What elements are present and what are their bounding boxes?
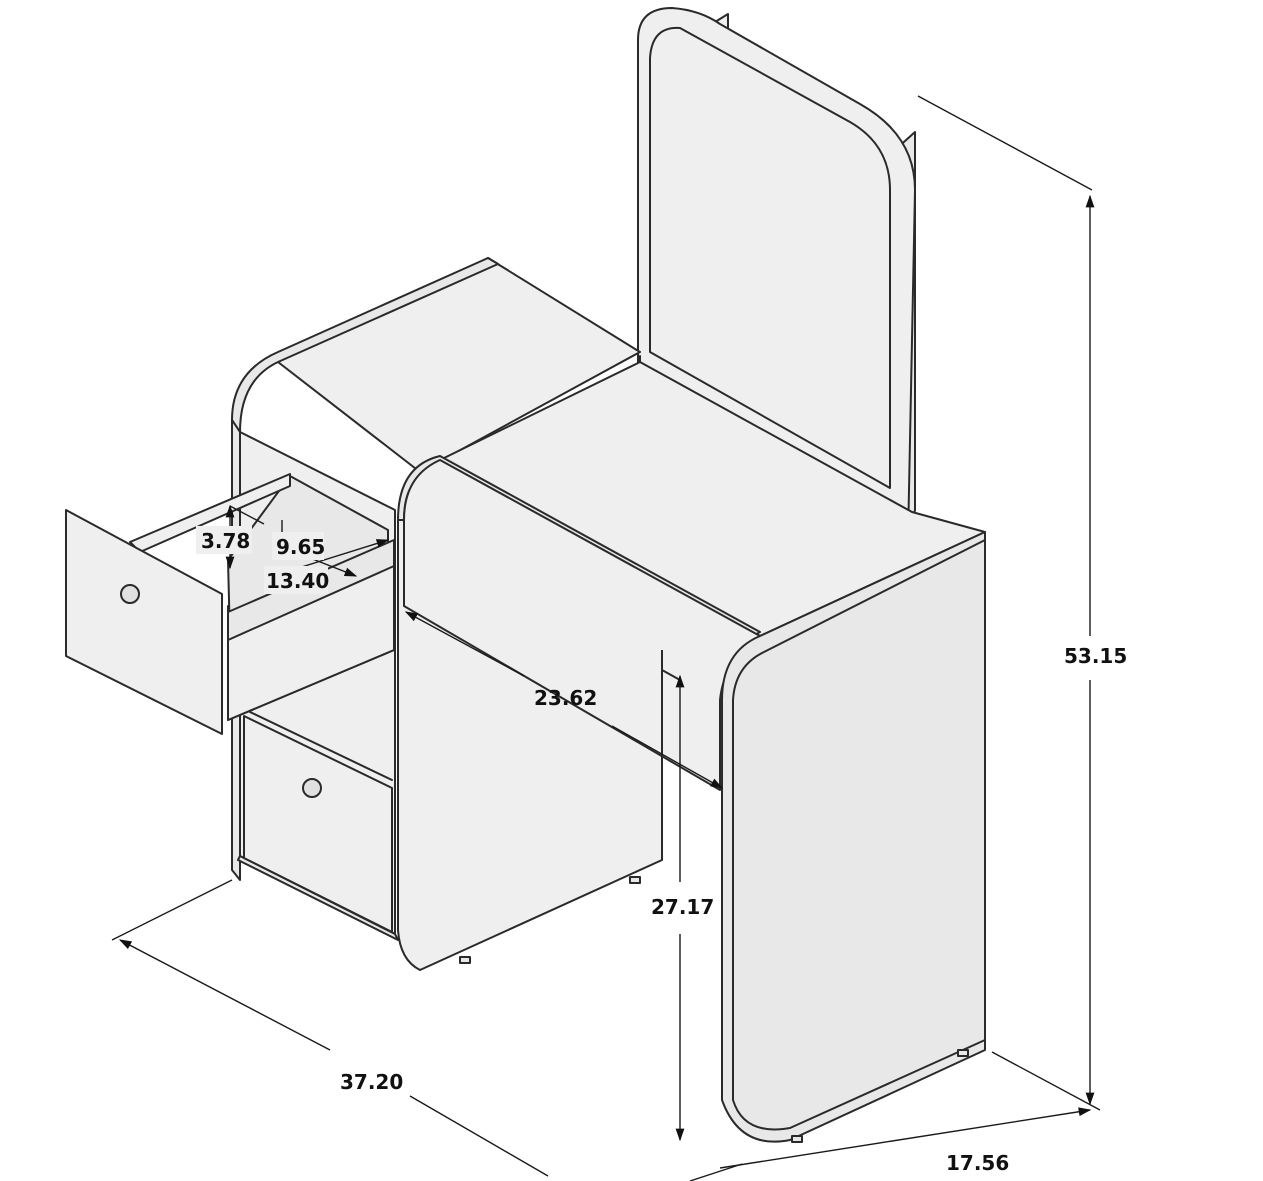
drawer-length-label: 13.40 [266, 569, 329, 593]
desk [397, 361, 986, 1143]
open-drawer-knob-icon [120, 584, 140, 604]
feet [459, 876, 969, 1143]
drawer-depth-label: 3.78 [201, 529, 250, 553]
total-height-label: 53.15 [1064, 644, 1127, 668]
opening-width-label: 23.62 [534, 686, 597, 710]
depth-label: 17.56 [946, 1151, 1009, 1175]
dimension-lines [111, 95, 1101, 1181]
total-width-label: 37.20 [340, 1070, 403, 1094]
lower-drawer-knob-icon [302, 778, 322, 798]
dimension-labels: 3.78 9.65 13.40 23.62 53.15 27.17 37.20 … [196, 526, 1127, 1175]
drawer-inner-width-label: 9.65 [276, 535, 325, 559]
desk-height-label: 27.17 [651, 895, 714, 919]
